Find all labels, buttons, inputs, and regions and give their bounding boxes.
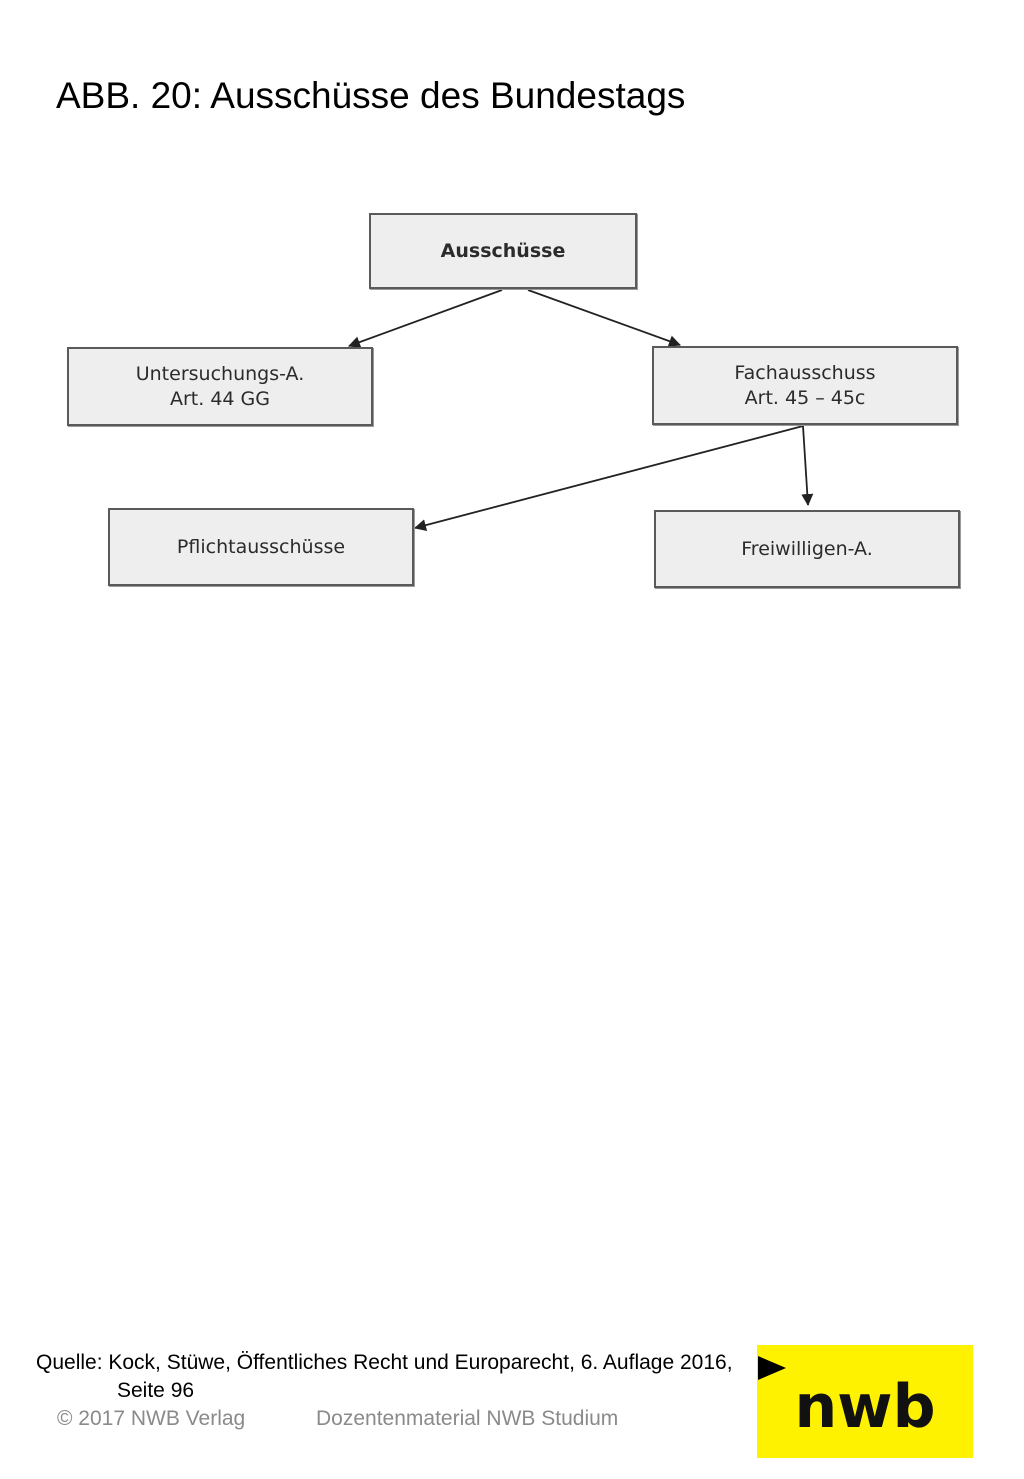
footer-copyright: © 2017 NWB Verlag bbox=[57, 1407, 246, 1430]
node-pflichtausschuesse-label: Pflichtausschüsse bbox=[176, 535, 346, 558]
play-icon[interactable] bbox=[758, 1356, 786, 1380]
committee-diagram: Ausschüsse Untersuchungs-A. Art. 44 GG F… bbox=[0, 0, 1024, 620]
node-untersuchungs-line-2: Art. 44 GG bbox=[169, 387, 270, 410]
node-untersuchungs-line-1: Untersuchungs-A. bbox=[135, 362, 305, 385]
page-title: ABB. 20: Ausschüsse des Bundestags bbox=[56, 75, 686, 116]
footer-material: Dozentenmaterial NWB Studium bbox=[316, 1407, 619, 1430]
node-fachausschuss-line-1: Fachausschuss bbox=[734, 361, 876, 384]
nwb-logo: nwb bbox=[757, 1345, 973, 1458]
edge-fach-freiwillig bbox=[801, 425, 814, 506]
nwb-logo-text: nwb bbox=[794, 1371, 936, 1442]
node-ausschuesse: Ausschüsse bbox=[369, 213, 637, 289]
edge-root-untersuchung bbox=[348, 289, 503, 348]
source-line-2: Seite 96 bbox=[117, 1379, 195, 1402]
source-line-1: Quelle: Kock, Stüwe, Öffentliches Recht … bbox=[36, 1351, 733, 1374]
node-fachausschuss: Fachausschuss Art. 45 – 45c bbox=[652, 346, 958, 425]
node-pflichtausschuesse: Pflichtausschüsse bbox=[108, 508, 414, 586]
edge-fach-pflicht bbox=[414, 425, 804, 532]
node-freiwilligen-label: Freiwilligen-A. bbox=[741, 537, 873, 560]
node-fachausschuss-line-2: Art. 45 – 45c bbox=[744, 386, 866, 409]
node-ausschuesse-label: Ausschüsse bbox=[440, 239, 566, 262]
diagram-connectors bbox=[348, 289, 814, 532]
node-freiwilligen-ausschuss: Freiwilligen-A. bbox=[654, 510, 960, 588]
source-citation: Quelle: Kock, Stüwe, Öffentliches Recht … bbox=[36, 1349, 733, 1405]
node-untersuchungs-ausschuss: Untersuchungs-A. Art. 44 GG bbox=[67, 347, 373, 426]
edge-root-fach bbox=[527, 289, 681, 347]
